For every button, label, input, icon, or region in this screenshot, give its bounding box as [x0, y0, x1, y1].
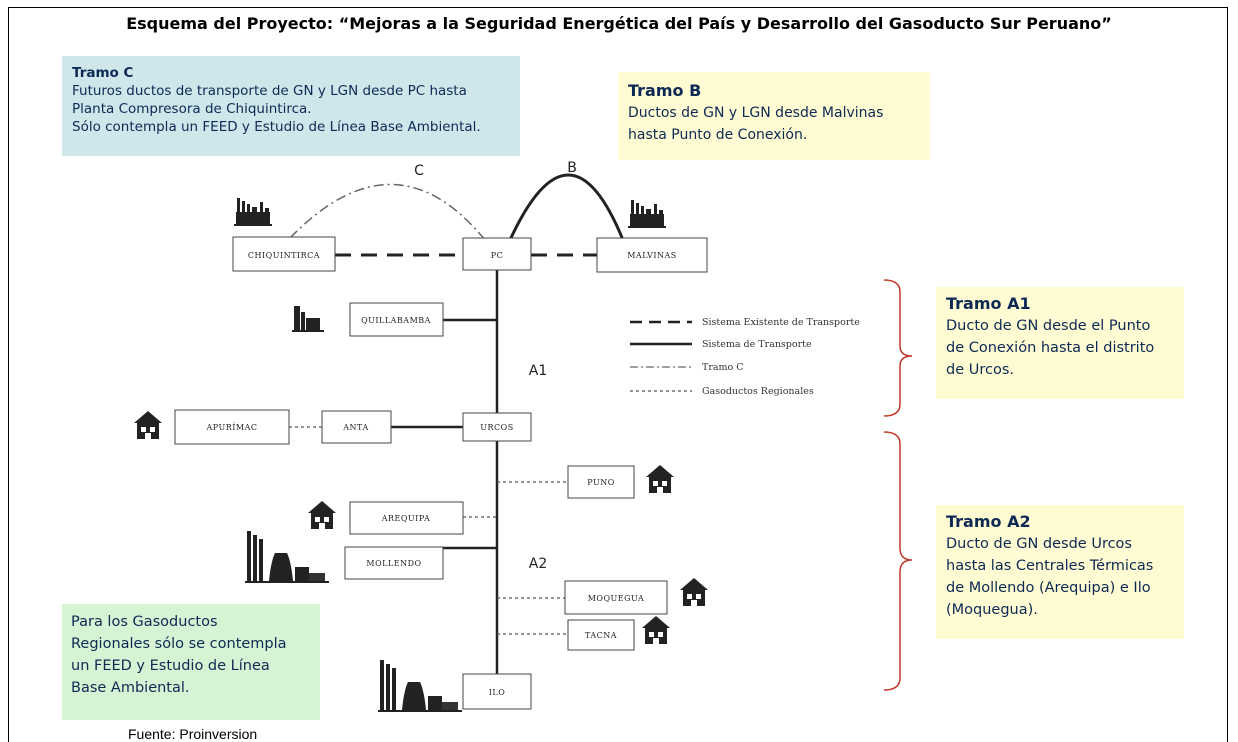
tramo-a1-line: de Conexión hasta el distrito — [946, 340, 1155, 356]
legend-label-existing: Sistema Existente de Transporte — [702, 317, 860, 328]
house-icon — [646, 465, 674, 493]
svg-text:ANTA: ANTA — [342, 423, 368, 432]
node-malvinas: MALVINAS — [596, 237, 708, 273]
tramo-a2-line: de Mollendo (Arequipa) e Ilo — [946, 580, 1151, 596]
node-ilo: ILO — [462, 673, 532, 710]
tramo-c-arc — [289, 183, 486, 241]
industry-icon — [628, 200, 666, 228]
tramo-a1-note: Tramo A1 Ducto de GN desde el Punto de C… — [936, 287, 1184, 399]
svg-text:AREQUIPA: AREQUIPA — [381, 514, 431, 523]
node-arequipa: AREQUIPA — [349, 501, 464, 535]
svg-text:CHIQUINTIRCA: CHIQUINTIRCA — [248, 251, 320, 260]
house-icon — [308, 501, 336, 529]
svg-text:MOQUEGUA: MOQUEGUA — [588, 594, 645, 603]
tramo-b-heading: Tramo B — [628, 81, 702, 100]
tramo-a1-heading: Tramo A1 — [946, 294, 1031, 313]
node-moquegua: MOQUEGUA — [564, 580, 668, 615]
house-icon — [680, 578, 708, 606]
segment-label-a2: A2 — [529, 556, 547, 572]
brace-a1 — [883, 279, 913, 417]
house-icon — [642, 616, 670, 644]
power-plant-icon — [245, 531, 329, 583]
svg-text:APURÍMAC: APURÍMAC — [205, 423, 257, 432]
regional-pipelines-note: Para los Gasoductos Regionales sólo se c… — [62, 604, 320, 720]
node-anta: ANTA — [321, 410, 392, 444]
node-urcos: URCOS — [462, 412, 532, 442]
svg-text:TACNA: TACNA — [585, 631, 617, 640]
node-tacna: TACNA — [567, 619, 635, 651]
figure-frame — [8, 7, 1228, 742]
svg-text:MALVINAS: MALVINAS — [627, 251, 677, 260]
node-apurimac: APURÍMAC — [174, 409, 290, 445]
brace-a2 — [883, 431, 913, 691]
house-icon — [134, 411, 162, 439]
tramo-c-line: Sólo contempla un FEED y Estudio de Líne… — [72, 119, 481, 135]
regional-note-line: Base Ambiental. — [71, 680, 190, 696]
svg-text:PC: PC — [491, 251, 504, 260]
legend-label-regional: Gasoductos Regionales — [702, 386, 814, 397]
segment-label-b: B — [567, 160, 577, 176]
tramo-c-heading: Tramo C — [72, 65, 134, 81]
industry-icon — [234, 198, 272, 226]
node-pc: PC — [462, 237, 532, 271]
power-plant-icon — [292, 306, 324, 332]
tramo-a2-line: hasta las Centrales Térmicas — [946, 558, 1154, 574]
tramo-c-line: Futuros ductos de transporte de GN y LGN… — [72, 83, 467, 99]
svg-text:URCOS: URCOS — [480, 423, 513, 432]
tramo-b-line: Ductos de GN y LGN desde Malvinas — [628, 105, 884, 121]
segment-label-c: C — [414, 163, 424, 179]
regional-note-line: Para los Gasoductos — [71, 614, 218, 630]
tramo-a1-line: Ducto de GN desde el Punto — [946, 318, 1151, 334]
tramo-c-note: Tramo C Futuros ductos de transporte de … — [62, 56, 520, 156]
node-quillabamba: QUILLABAMBA — [349, 302, 444, 337]
node-chiquintirca: CHIQUINTIRCA — [232, 236, 336, 272]
source-caption: Fuente: Proinversion — [128, 726, 258, 742]
legend-label-tramo-c: Tramo C — [702, 362, 744, 373]
regional-note-line: un FEED y Estudio de Línea — [71, 658, 270, 674]
tramo-a2-note: Tramo A2 Ducto de GN desde Urcos hasta l… — [936, 505, 1184, 639]
svg-text:PUNO: PUNO — [587, 478, 615, 487]
regional-note-line: Regionales sólo se contempla — [71, 636, 287, 652]
tramo-a2-line: Ducto de GN desde Urcos — [946, 536, 1132, 552]
svg-text:QUILLABAMBA: QUILLABAMBA — [361, 316, 431, 325]
legend: Sistema Existente de Transporte Sistema … — [630, 317, 860, 397]
segment-label-a1: A1 — [529, 363, 547, 379]
tramo-a1-line: de Urcos. — [946, 362, 1014, 378]
tramo-b-note: Tramo B Ductos de GN y LGN desde Malvina… — [618, 72, 930, 160]
node-mollendo: MOLLENDO — [344, 546, 444, 580]
node-puno: PUNO — [567, 465, 635, 499]
figure-title: Esquema del Proyecto: “Mejoras a la Segu… — [126, 14, 1112, 33]
svg-text:ILO: ILO — [489, 688, 506, 697]
tramo-c-line: Planta Compresora de Chiquintirca. — [72, 101, 312, 117]
tramo-a2-heading: Tramo A2 — [946, 512, 1031, 531]
tramo-b-line: hasta Punto de Conexión. — [628, 127, 808, 143]
tramo-b-arc — [508, 173, 625, 241]
tramo-a2-line: (Moquegua). — [946, 602, 1038, 618]
svg-text:MOLLENDO: MOLLENDO — [366, 559, 421, 568]
power-plant-icon — [378, 660, 462, 712]
legend-label-transport: Sistema de Transporte — [702, 339, 812, 350]
